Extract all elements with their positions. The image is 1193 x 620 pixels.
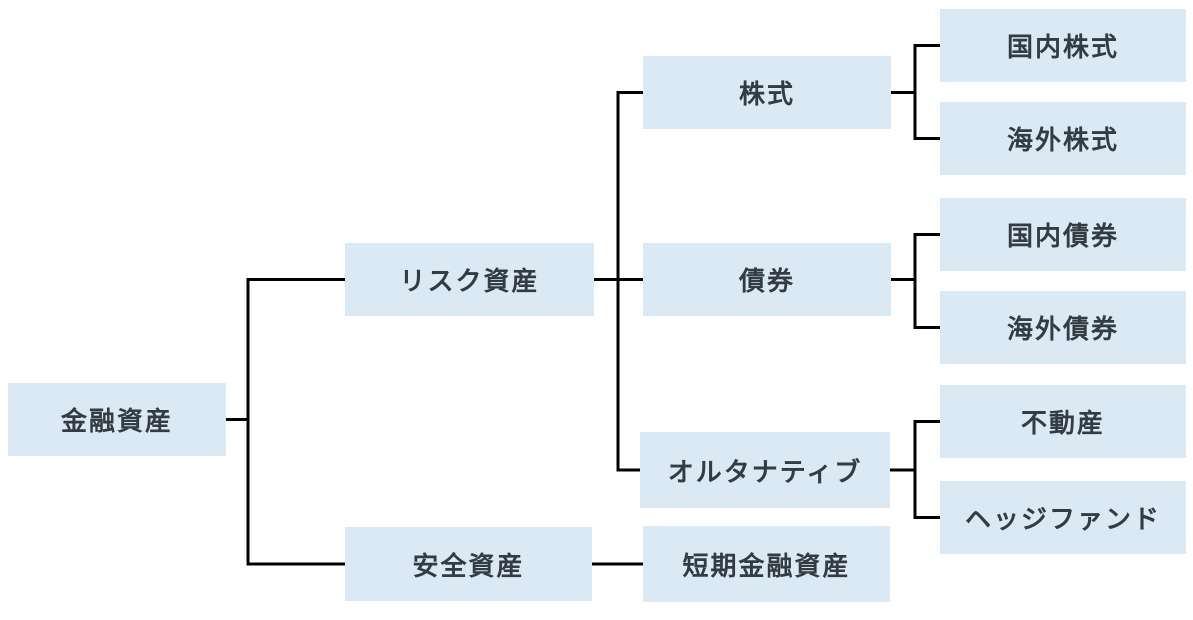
node-label: 国内株式 [1006,32,1119,62]
node-domestic-bonds: 国内債券 [940,198,1186,271]
node-equities: 株式 [643,56,891,129]
node-label: 不動産 [1020,408,1105,438]
edge-risk-assets-to-alternatives [594,278,640,472]
node-foreign-equities: 海外株式 [940,102,1186,175]
edge-alternatives-to-hedge-fund [890,468,940,519]
node-foreign-bonds: 海外債券 [940,291,1186,364]
edge-financial-assets-to-safe-assets [226,418,345,566]
node-label: 海外債券 [1006,314,1119,344]
edge-bonds-to-foreign-bonds [891,278,940,329]
node-risk-assets: リスク資産 [345,243,594,316]
edge-risk-assets-to-equities [594,91,643,281]
node-label: オルタナティブ [667,456,863,487]
node-safe-assets: 安全資産 [345,527,592,601]
node-label: 安全資産 [412,550,525,581]
node-real-estate: 不動産 [940,385,1186,458]
node-label: 債券 [738,266,795,296]
node-label: 国内債券 [1006,221,1119,251]
node-label: 海外株式 [1006,125,1119,155]
node-label: ヘッジファンド [964,504,1161,534]
edge-financial-assets-to-risk-assets [226,278,345,421]
node-label: 短期金融資産 [682,550,851,581]
edge-equities-to-foreign-equities [891,91,940,140]
node-label: 金融資産 [60,406,173,436]
node-label: 株式 [738,79,795,109]
edge-equities-to-domestic-equities [891,44,940,94]
node-alternatives: オルタナティブ [640,432,890,508]
node-hedge-fund: ヘッジファンド [940,481,1186,554]
node-label: リスク資産 [399,266,540,296]
node-bonds: 債券 [643,243,891,316]
node-financial-assets: 金融資産 [8,383,226,456]
node-short-term-assets: 短期金融資産 [643,526,890,602]
edge-alternatives-to-real-estate [890,420,940,472]
edge-bonds-to-domestic-bonds [891,233,940,281]
node-domestic-equities: 国内株式 [940,9,1186,82]
